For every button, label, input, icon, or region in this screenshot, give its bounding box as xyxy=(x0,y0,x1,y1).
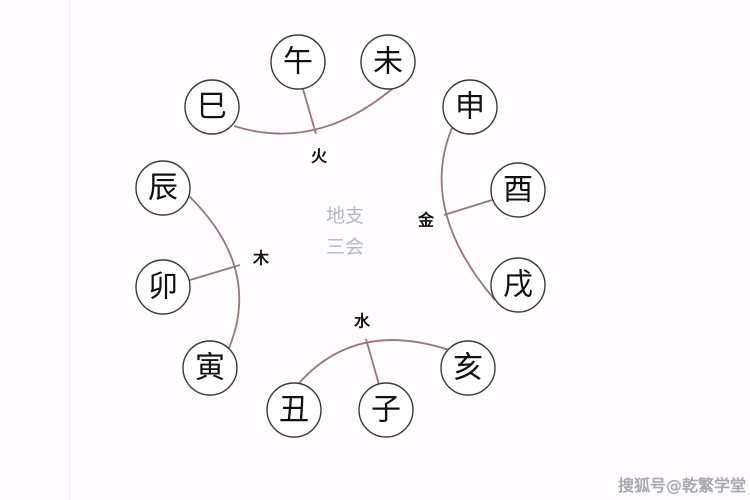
branch-shen: 申 xyxy=(455,90,485,125)
element-label-fire: 火 xyxy=(311,147,328,166)
branch-chen: 辰 xyxy=(148,171,178,206)
element-label-wood: 木 xyxy=(252,249,270,268)
wood-spoke xyxy=(189,264,241,281)
branch-yin: 寅 xyxy=(195,351,225,386)
branch-you: 酉 xyxy=(503,173,533,208)
branch-wu: 午 xyxy=(283,45,313,80)
branch-circle-zi xyxy=(358,382,414,438)
watermark-text: 搜狐号@乾繁学堂 xyxy=(618,476,747,495)
branch-si: 巳 xyxy=(197,90,227,125)
center-title-line1: 地支 xyxy=(326,205,364,227)
branch-circle-shen xyxy=(442,79,498,135)
branch-circle-xu xyxy=(490,257,546,313)
branch-circle-si xyxy=(184,79,240,135)
branch-zi: 子 xyxy=(371,393,401,428)
branch-circle-you xyxy=(490,162,546,218)
branch-circle-wei xyxy=(360,34,416,90)
metal-arc xyxy=(440,127,496,301)
group-wood: 辰 卯 寅 木 xyxy=(135,160,270,396)
element-label-metal: 金 xyxy=(417,211,435,230)
left-margin-divider xyxy=(69,0,70,500)
branch-circle-wu xyxy=(270,34,326,90)
branch-hai: 亥 xyxy=(453,351,483,386)
branch-circle-mao xyxy=(135,259,191,315)
branch-chou: 丑 xyxy=(279,393,309,428)
water-arc xyxy=(293,339,450,390)
group-water: 丑 子 亥 水 xyxy=(266,312,496,438)
metal-spoke xyxy=(443,199,493,216)
branch-wei: 未 xyxy=(373,45,403,80)
branch-circle-hai xyxy=(440,340,496,396)
group-metal: 申 酉 戌 金 xyxy=(417,79,546,313)
water-spoke xyxy=(365,338,381,389)
group-fire: 巳 午 未 火 xyxy=(184,34,416,166)
branch-xu: 戌 xyxy=(503,268,533,303)
branch-circle-chen xyxy=(135,160,191,216)
element-label-water: 水 xyxy=(354,312,371,331)
wood-arc xyxy=(188,195,241,349)
fire-spoke xyxy=(302,88,317,135)
branch-circle-chou xyxy=(266,382,322,438)
fire-arc xyxy=(233,88,393,135)
branch-mao: 卯 xyxy=(148,270,178,305)
center-title-line2: 三会 xyxy=(326,236,364,258)
branch-circle-yin xyxy=(182,340,238,396)
